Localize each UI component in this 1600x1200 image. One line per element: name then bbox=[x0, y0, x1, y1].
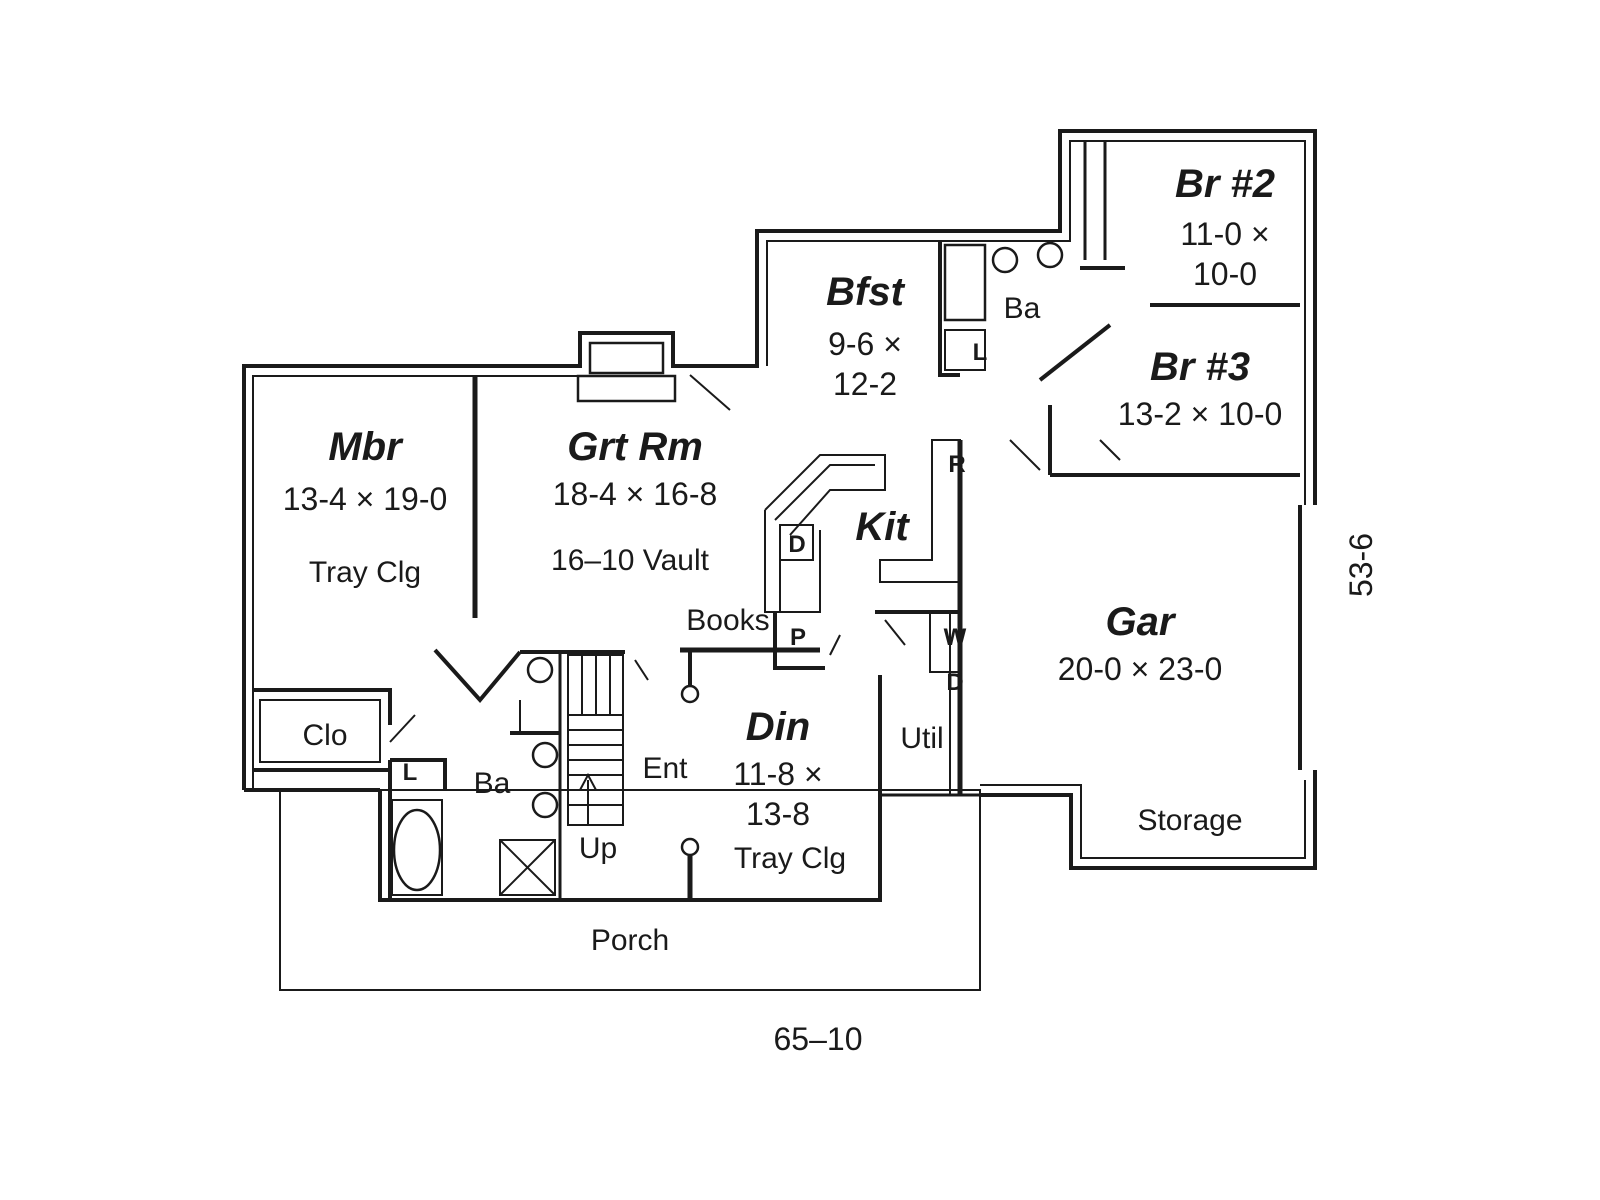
clo-name: Clo bbox=[302, 719, 347, 752]
tub-lower bbox=[392, 808, 442, 892]
din-size-1: 11-8 × bbox=[733, 756, 822, 792]
bfst-name: Bfst bbox=[826, 270, 905, 314]
overall-depth: 53-6 bbox=[1343, 533, 1379, 597]
sink-lower-1 bbox=[531, 741, 559, 769]
ba-upper-name: Ba bbox=[1004, 292, 1041, 325]
porch-name: Porch bbox=[591, 924, 669, 957]
porch-outline bbox=[279, 789, 981, 991]
dishwasher-label: D bbox=[788, 531, 805, 558]
overall-width: 65–10 bbox=[774, 1021, 863, 1057]
gar-name: Gar bbox=[1106, 600, 1177, 644]
bfst-size-1: 9-6 × bbox=[828, 326, 902, 362]
books-name: Books bbox=[686, 604, 769, 637]
toilet-lower bbox=[526, 656, 554, 684]
grt-rm-note: 16–10 Vault bbox=[551, 544, 710, 577]
laundry-lower-label: L bbox=[403, 759, 418, 786]
br2-name: Br #2 bbox=[1175, 162, 1275, 206]
br3-name: Br #3 bbox=[1150, 345, 1250, 389]
grt-rm-name: Grt Rm bbox=[567, 425, 703, 469]
din-name: Din bbox=[746, 705, 810, 749]
mbr-name: Mbr bbox=[328, 425, 404, 469]
ba-lower-name: Ba bbox=[474, 767, 511, 800]
tub-upper bbox=[943, 243, 987, 322]
washer-label: W bbox=[944, 624, 967, 651]
toilet-upper bbox=[991, 246, 1019, 274]
room-labels: Mbr 13-4 × 19-0 Tray Clg Grt Rm 18-4 × 1… bbox=[283, 162, 1283, 957]
refrigerator-label: R bbox=[948, 451, 965, 478]
kit-name: Kit bbox=[855, 505, 910, 549]
bfst-size-2: 12-2 bbox=[833, 366, 897, 402]
storage-name: Storage bbox=[1137, 804, 1242, 837]
mbr-note: Tray Clg bbox=[309, 556, 421, 589]
exterior-walls bbox=[242, 129, 1317, 991]
br2-size-1: 11-0 × bbox=[1180, 216, 1269, 252]
pantry-label: P bbox=[790, 624, 806, 651]
sink-lower-2 bbox=[531, 791, 559, 819]
fireplace bbox=[588, 341, 665, 375]
grt-rm-size: 18-4 × 16-8 bbox=[553, 476, 718, 512]
mbr-size: 13-4 × 19-0 bbox=[283, 481, 448, 517]
br2-size-2: 10-0 bbox=[1193, 256, 1257, 292]
up-arrow-icon bbox=[579, 772, 597, 825]
dryer-label: D bbox=[946, 669, 963, 696]
laundry-upper-label: L bbox=[973, 339, 988, 366]
gar-size: 20-0 × 23-0 bbox=[1058, 651, 1223, 687]
interior-walls bbox=[253, 141, 1300, 900]
util-name: Util bbox=[900, 722, 943, 755]
din-size-2: 13-8 bbox=[746, 796, 810, 832]
din-note: Tray Clg bbox=[734, 842, 846, 875]
fixture-labels: L L R D P W D bbox=[403, 339, 988, 786]
ent-name: Ent bbox=[642, 752, 688, 785]
br3-size: 13-2 × 10-0 bbox=[1118, 396, 1283, 432]
sink-upper bbox=[1036, 241, 1064, 269]
up-label: Up bbox=[579, 832, 617, 865]
